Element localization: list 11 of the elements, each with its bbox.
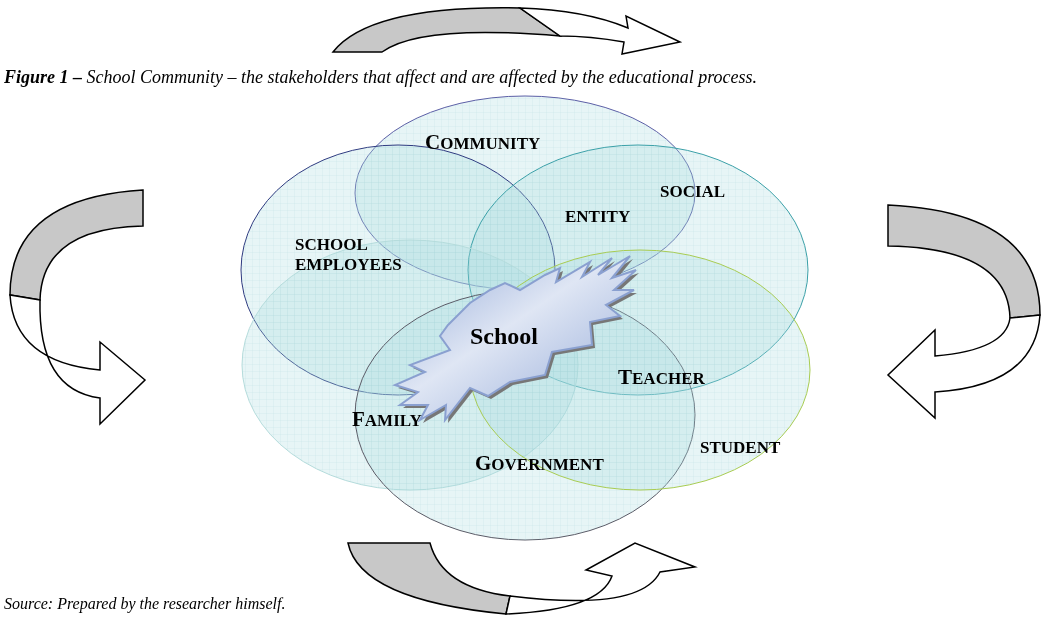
center-label: School (470, 322, 538, 351)
stakeholder-label: COMMUNITY (425, 130, 541, 156)
stakeholder-label: GOVERNMENT (475, 451, 604, 477)
figure-title: Figure 1 – School Community – the stakeholders that affect and are affected by the educational process. (4, 66, 758, 89)
stakeholder-label: TEACHER (618, 365, 705, 391)
stakeholder-label: STUDENT (700, 438, 781, 459)
stakeholder-label: FAMILY (352, 407, 422, 433)
source-note: Source: Prepared by the researcher himself. (4, 594, 286, 615)
stakeholder-label: SOCIAL (660, 182, 726, 203)
stakeholder-label: ENTITY (565, 207, 631, 228)
stakeholder-label: SCHOOL EMPLOYEES (295, 235, 403, 276)
